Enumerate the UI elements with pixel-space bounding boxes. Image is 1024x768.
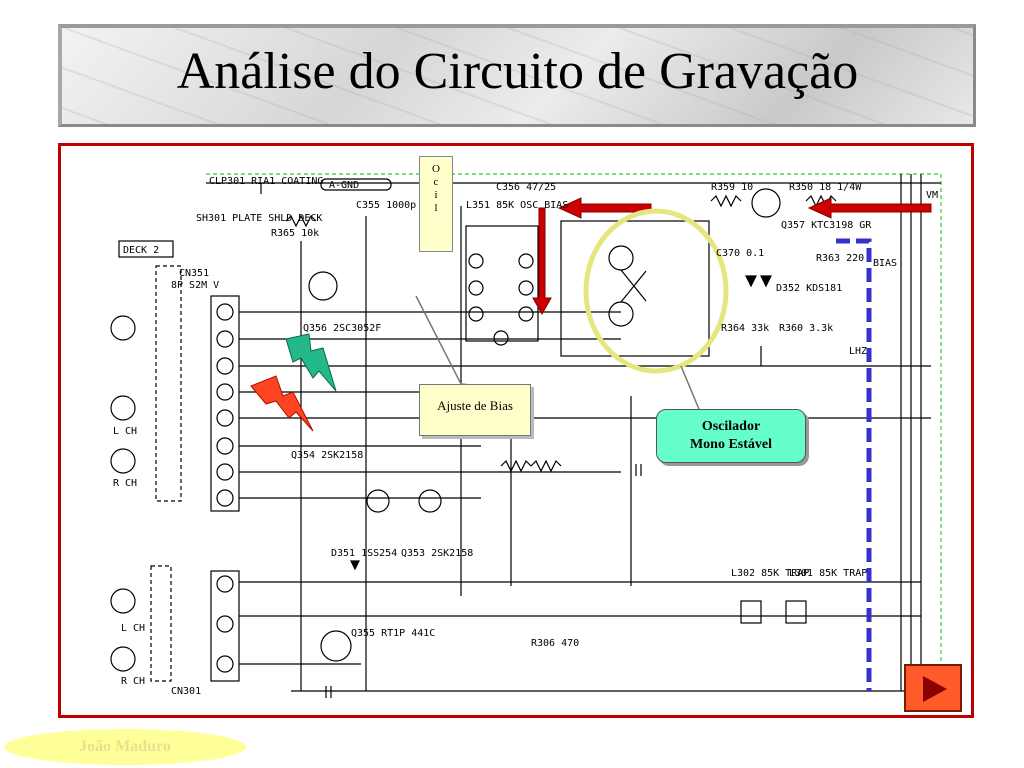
label-sh301: SH301 PLATE SHLD DECK [196, 213, 322, 224]
label-c355: C355 1000p [356, 200, 416, 211]
label-cn351: CN351 [179, 268, 209, 279]
schematic-frame: CLP301 RIA1 COATING A-GND SH301 PLATE SH… [58, 143, 974, 718]
label-r306: R306 470 [531, 638, 579, 649]
label-cn351-spec: 8P S2M V [171, 280, 219, 291]
label-q357: Q357 KTC3198 GR [781, 220, 872, 231]
ocil-callout: O c i l [419, 156, 453, 252]
label-r-ch-top: R CH [113, 478, 137, 489]
label-deck: DECK 2 [123, 245, 159, 256]
bias-adjust-callout: Ajuste de Bias [419, 384, 531, 436]
label-r350: R350 18 1/4W [789, 182, 862, 193]
label-c370: C370 0.1 [716, 248, 764, 259]
title-bar: Análise do Circuito de Gravação [58, 24, 976, 127]
label-r365: R365 10k [271, 228, 319, 239]
label-d352: D352 KDS181 [776, 283, 842, 294]
ocil-letter-3: i [434, 189, 438, 201]
label-q353: Q353 2SK2158 [401, 548, 473, 559]
label-c356: C356 47/25 [496, 182, 556, 193]
label-l301: L301 85K TRAP [789, 568, 867, 579]
oscillator-line-2: Mono Estável [689, 437, 773, 452]
label-q355: Q355 RT1P 441C [351, 628, 435, 639]
label-l302: L302 85K TRAP [731, 568, 809, 579]
label-cn301: CN301 [171, 686, 201, 697]
ocil-letter-4: l [434, 202, 438, 214]
label-vm: VM [926, 190, 938, 201]
label-r363: R363 220 [816, 253, 864, 264]
label-l-ch: L CH [121, 623, 145, 634]
slide-title: Análise do Circuito de Gravação [176, 43, 859, 100]
label-r360: R360 3.3k [779, 323, 833, 334]
label-bias: BIAS [873, 258, 897, 269]
label-q356: Q356 2SC3052F [303, 323, 381, 334]
lightning-bolt-green-icon [285, 333, 337, 392]
oscillator-line-1: Oscilador [701, 419, 761, 434]
label-clp: CLP301 RIA1 COATING [209, 176, 323, 187]
label-q354: Q354 2SK2158 [291, 450, 363, 461]
label-lhz: LHZ [849, 346, 867, 357]
label-d351: D351 1SS254 [331, 548, 397, 559]
label-r359: R359 10 [711, 182, 753, 193]
label-l-ch-top: L CH [113, 426, 137, 437]
ocil-letter-2: c [433, 176, 439, 188]
label-l351: L351 85K OSC BIAS [466, 200, 568, 211]
label-r364: R364 33k [721, 323, 769, 334]
lightning-bolt-red-icon [250, 375, 314, 432]
label-a-gnd: A-GND [329, 180, 359, 191]
author-label: João Maduro [4, 729, 246, 765]
circuit-schematic: CLP301 RIA1 COATING A-GND SH301 PLATE SH… [110, 173, 942, 698]
next-slide-button[interactable] [904, 664, 962, 712]
oscillator-callout: Oscilador Mono Estável [656, 409, 806, 463]
ocil-letter-1: O [432, 163, 440, 175]
label-r-ch: R CH [121, 676, 145, 687]
